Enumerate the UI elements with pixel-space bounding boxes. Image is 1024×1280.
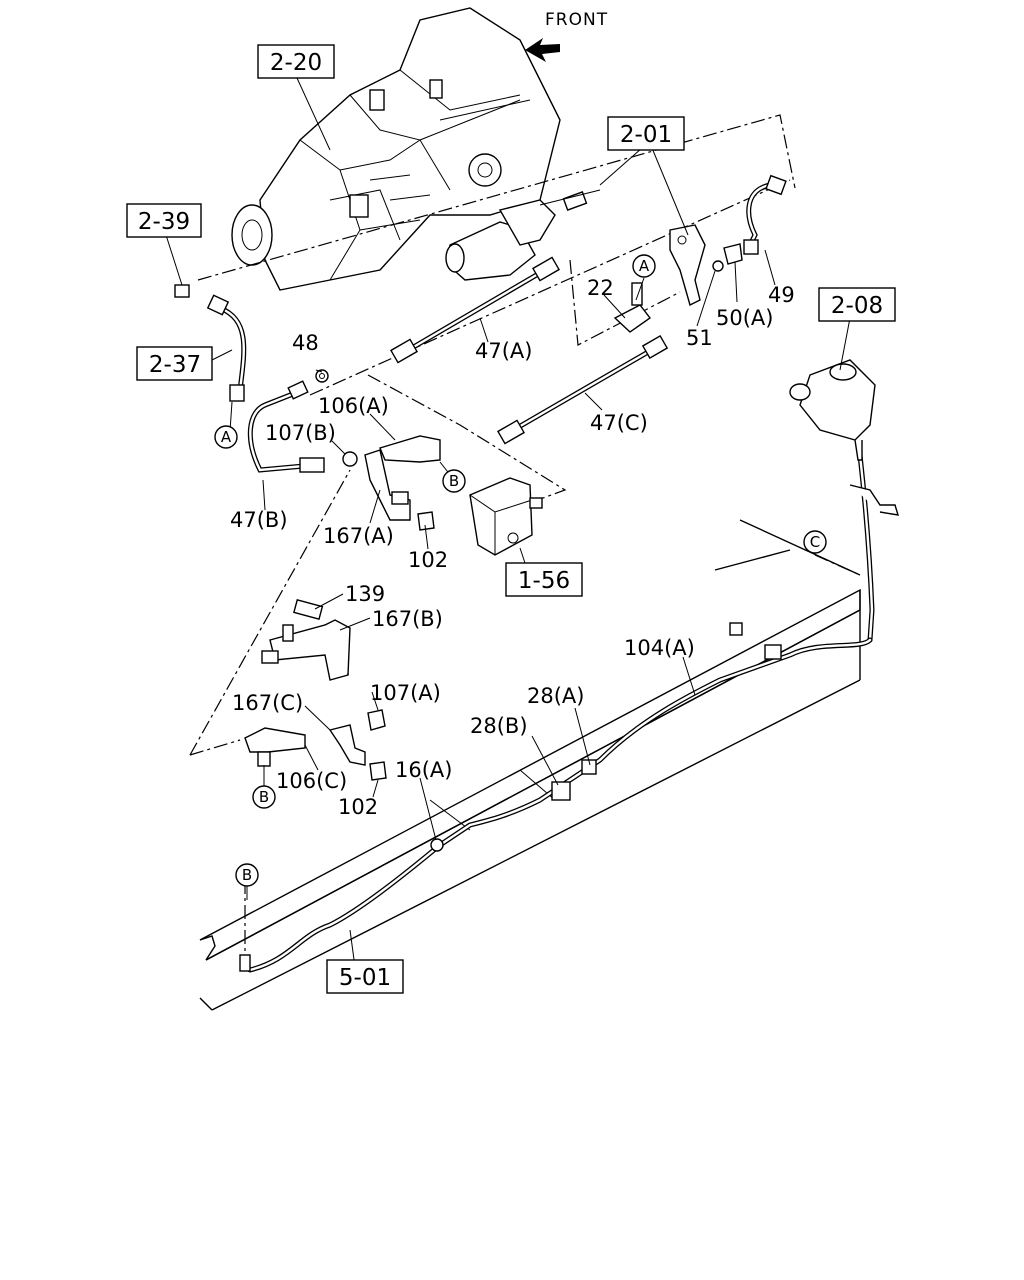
label-47c: 47(C) xyxy=(590,411,648,435)
label-16a: 16(A) xyxy=(395,758,452,782)
connector-106c xyxy=(244,727,306,753)
label-50a: 50(A) xyxy=(716,306,773,330)
front-label: FRONT xyxy=(545,10,608,30)
bracket-2-01 xyxy=(669,224,706,307)
label-102-lower: 102 xyxy=(338,795,378,819)
washer-48 xyxy=(315,369,329,383)
boxed-labels: 2-20 2-39 2-37 2-01 2-08 1-56 5-01 xyxy=(126,44,896,994)
clip-16a xyxy=(430,838,444,852)
frame-clips xyxy=(239,622,782,972)
transmission-assembly xyxy=(231,7,561,291)
label-2-37: 2-37 xyxy=(149,352,201,378)
svg-text:C: C xyxy=(810,533,820,551)
label-2-01: 2-01 xyxy=(620,122,672,148)
label-49: 49 xyxy=(768,283,795,307)
clutch-booster xyxy=(445,189,601,281)
bolt-139 xyxy=(293,599,324,621)
label-167b: 167(B) xyxy=(372,607,443,631)
svg-text:B: B xyxy=(259,788,269,806)
clip-near-104a xyxy=(764,644,782,660)
connector-106a xyxy=(379,435,441,463)
label-48: 48 xyxy=(292,331,319,355)
svg-text:A: A xyxy=(221,428,232,446)
label-2-08: 2-08 xyxy=(831,293,883,319)
box-1-56 xyxy=(505,562,583,597)
label-47b: 47(B) xyxy=(230,508,288,532)
marker-a-upper xyxy=(632,254,656,278)
union-2-39 xyxy=(174,284,190,298)
box-2-20 xyxy=(257,44,335,79)
svg-text:B: B xyxy=(449,472,459,490)
label-106a: 106(A) xyxy=(318,394,389,418)
marker-a-lower xyxy=(214,425,238,449)
label-28a: 28(A) xyxy=(527,684,584,708)
label-5-01: 5-01 xyxy=(339,965,391,991)
marker-b-middle xyxy=(252,785,276,809)
marker-c xyxy=(803,530,827,554)
label-22: 22 xyxy=(587,276,614,300)
label-51: 51 xyxy=(686,326,713,350)
box-5-01 xyxy=(326,959,404,994)
valve-1-56 xyxy=(469,477,543,556)
label-139: 139 xyxy=(345,582,385,606)
svg-text:B: B xyxy=(242,866,252,884)
label-167a: 167(A) xyxy=(323,524,394,548)
label-2-20: 2-20 xyxy=(270,50,322,76)
clip-28b xyxy=(551,781,571,801)
label-107a: 107(A) xyxy=(370,681,441,705)
label-104a: 104(A) xyxy=(624,636,695,660)
marker-b-lower xyxy=(235,863,259,887)
label-1-56: 1-56 xyxy=(518,568,570,594)
label-102-upper: 102 xyxy=(408,548,448,572)
part-labels: 48 47(A) 22 51 50(A) 49 106(A) 107(B) 47… xyxy=(230,276,795,819)
label-167c: 167(C) xyxy=(232,691,303,715)
nut-107b xyxy=(342,451,358,467)
front-direction-arrow: FRONT xyxy=(525,10,608,62)
marker-b-upper xyxy=(442,469,466,493)
label-107b: 107(B) xyxy=(265,421,336,445)
svg-text:A: A xyxy=(639,257,650,275)
master-cylinder-2-08 xyxy=(789,359,899,516)
reference-markers: A A B B B C xyxy=(214,254,827,887)
label-106c: 106(C) xyxy=(276,769,347,793)
box-2-01 xyxy=(607,116,685,151)
nut-107a xyxy=(367,709,386,731)
box-2-39 xyxy=(126,203,202,238)
box-2-37 xyxy=(136,346,213,381)
brake-pipes xyxy=(217,182,875,973)
nut-50a xyxy=(723,243,743,265)
nut-102-lower xyxy=(369,761,387,781)
clip-51 xyxy=(712,260,724,272)
label-47a: 47(A) xyxy=(475,339,532,363)
label-28b: 28(B) xyxy=(470,714,528,738)
detail-bracket-167c xyxy=(244,709,387,781)
nut-102-upper xyxy=(417,511,435,531)
fittings xyxy=(174,174,787,531)
detail-bracket-167b xyxy=(261,599,351,681)
label-2-39: 2-39 xyxy=(138,209,190,235)
tee-fitting-22 xyxy=(613,304,652,333)
box-2-08 xyxy=(818,287,896,322)
